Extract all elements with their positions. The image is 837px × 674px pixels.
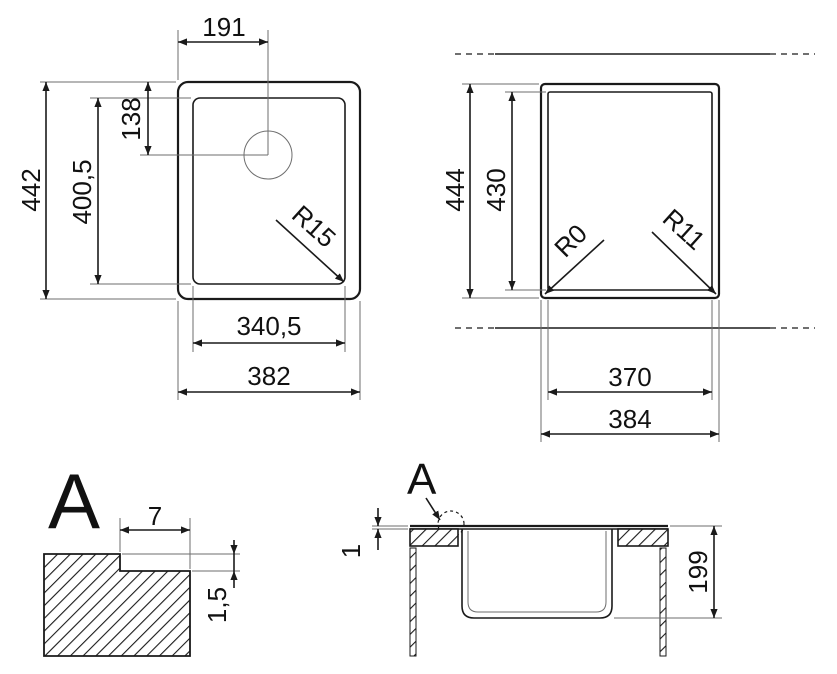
dim-label-382: 382 — [247, 361, 290, 391]
cabinet-wall-left — [409, 547, 417, 657]
radius-leader-r0 — [544, 239, 605, 295]
detail-a-title: A — [48, 457, 100, 545]
sink-bowl-inner — [467, 531, 607, 613]
worktop-section-hatched — [43, 553, 191, 657]
dim-label-191: 191 — [202, 12, 245, 42]
sink-section-view: A 1 199 — [336, 455, 722, 657]
dim-label-384: 384 — [608, 404, 651, 434]
worktop-section-right — [617, 528, 669, 547]
cutout-inner — [547, 91, 713, 291]
sink-bowl-outer — [461, 529, 613, 619]
dim-label-400-5: 400,5 — [67, 159, 97, 224]
dim-label-199: 199 — [683, 550, 713, 593]
dim-label-7: 7 — [148, 501, 162, 531]
dim-label-1: 1 — [336, 544, 366, 558]
radius-leader-r11 — [651, 231, 717, 295]
radius-label-r15: R15 — [286, 199, 342, 253]
dim-label-1-5: 1,5 — [202, 587, 232, 623]
detail-marker-leader — [425, 497, 441, 521]
sink-top-view-right: 444 430 370 384 R0 R11 — [440, 53, 815, 442]
sink-outer-rim — [176, 80, 362, 301]
worktop-section-left — [409, 528, 459, 547]
dim-label-442: 442 — [16, 168, 46, 211]
radius-leader-r15 — [275, 219, 345, 283]
radius-label-r11: R11 — [657, 203, 711, 256]
dim-label-340-5: 340,5 — [236, 311, 301, 341]
detail-marker-a: A — [407, 455, 437, 504]
cabinet-wall-right — [659, 547, 667, 657]
cutout-outer — [539, 82, 721, 300]
detail-a: A 7 1,5 — [43, 457, 240, 657]
dim-label-370: 370 — [608, 362, 651, 392]
dim-label-430: 430 — [481, 168, 511, 211]
dim-label-138: 138 — [116, 97, 146, 140]
sink-inner-bowl — [192, 97, 346, 285]
dim-label-444: 444 — [440, 168, 470, 211]
sink-top-view-left: 191 442 400,5 138 340,5 382 R15 — [16, 12, 362, 400]
